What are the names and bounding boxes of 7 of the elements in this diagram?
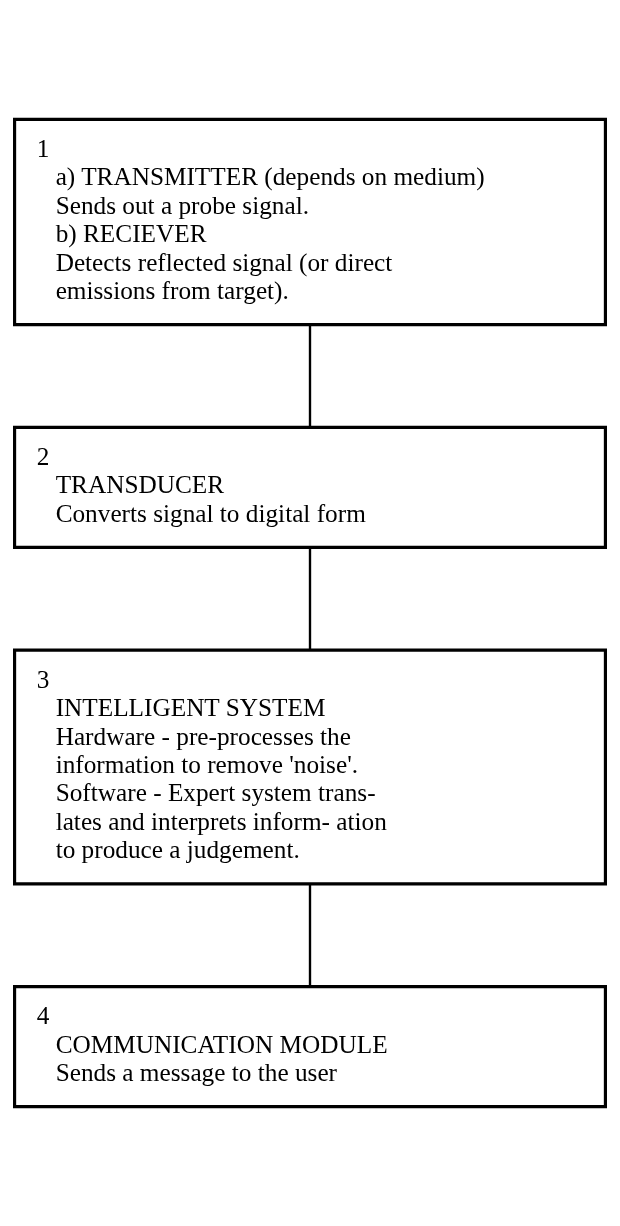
node-box: 1 a) TRANSMITTER (depends on medium) Sends out a probe signal. b) RECIEVER Detects reflected signal (or direct emissions from target). (13, 117, 607, 327)
node-box: 3 INTELLIGENT SYSTEM Hardware - pre-processes the information to remove 'noise'. Software - Expert system trans- lates and interprets inform- ation to produce a judgement. (13, 648, 607, 886)
node-box: 2 TRANSDUCER Converts signal to digital form (13, 425, 607, 550)
connector (308, 884, 312, 987)
connector (308, 324, 312, 428)
connector (308, 547, 312, 650)
node-box: 4 COMMUNICATION MODULE Sends a message to the user (13, 985, 607, 1109)
